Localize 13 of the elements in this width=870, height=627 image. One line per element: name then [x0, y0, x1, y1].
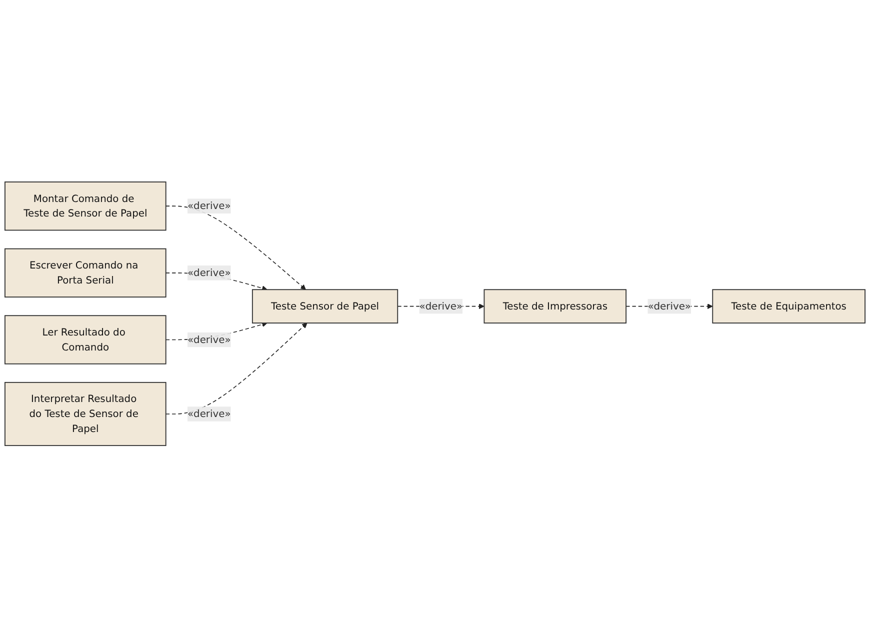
edge-label: «derive»	[188, 333, 231, 346]
edge-label: «derive»	[419, 300, 463, 312]
node-box: Teste de Impressoras	[484, 288, 626, 324]
node-box: Montar Comando de Teste de Sensor de Papel	[4, 181, 166, 230]
node-box: Teste de Equipamentos	[712, 288, 866, 324]
edge-label: «derive»	[648, 300, 691, 312]
edge-label: «derive»	[188, 408, 231, 420]
edge-label: «derive»	[188, 266, 231, 278]
node-box: Teste Sensor de Papel	[252, 288, 398, 324]
node-box: Escrever Comando na Porta Serial	[4, 248, 166, 298]
node-box: Interpretar Resultado do Teste de Sensor de Papel	[4, 382, 166, 446]
node-box: Ler Resultado do Comando	[4, 314, 166, 364]
edge-label: «derive»	[188, 200, 231, 212]
